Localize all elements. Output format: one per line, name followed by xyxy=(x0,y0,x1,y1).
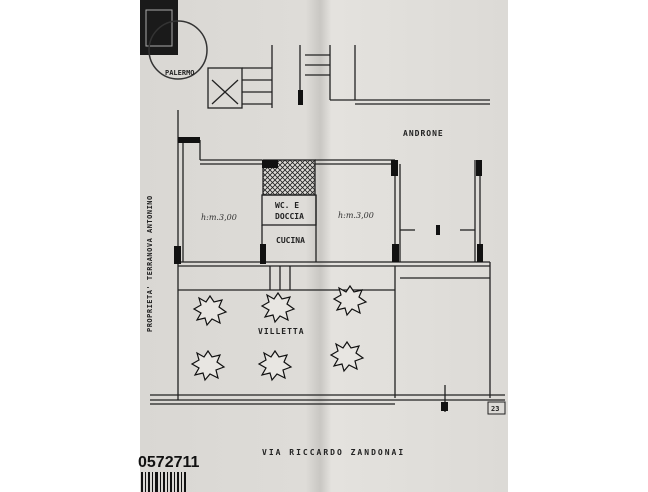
wall-posts xyxy=(174,90,483,411)
label-villetta: VILLETTA xyxy=(258,327,305,336)
label-height-right: h:m.3,00 xyxy=(338,211,374,220)
postmark-city: PALERMO xyxy=(165,69,195,77)
label-street: VIA RICCARDO ZANDONAI xyxy=(262,448,405,457)
postmark-circle xyxy=(148,20,208,80)
label-androne: ANDRONE xyxy=(403,129,444,138)
label-owner: PROPRIETA' TERRANOVA ANTONINO xyxy=(146,195,154,332)
label-height-left: h:m.3,00 xyxy=(201,213,237,222)
label-wc: WC. E xyxy=(275,201,299,210)
label-doccia: DOCCIA xyxy=(275,212,304,221)
sheet-number-box xyxy=(487,401,506,415)
label-cucina: CUCINA xyxy=(276,236,305,245)
sheet-number: 23 xyxy=(491,405,499,413)
trees xyxy=(191,285,367,381)
walls xyxy=(150,45,505,412)
barcode xyxy=(141,472,186,492)
document-number: 0572711 xyxy=(138,454,200,471)
stamp-frame xyxy=(145,9,173,47)
